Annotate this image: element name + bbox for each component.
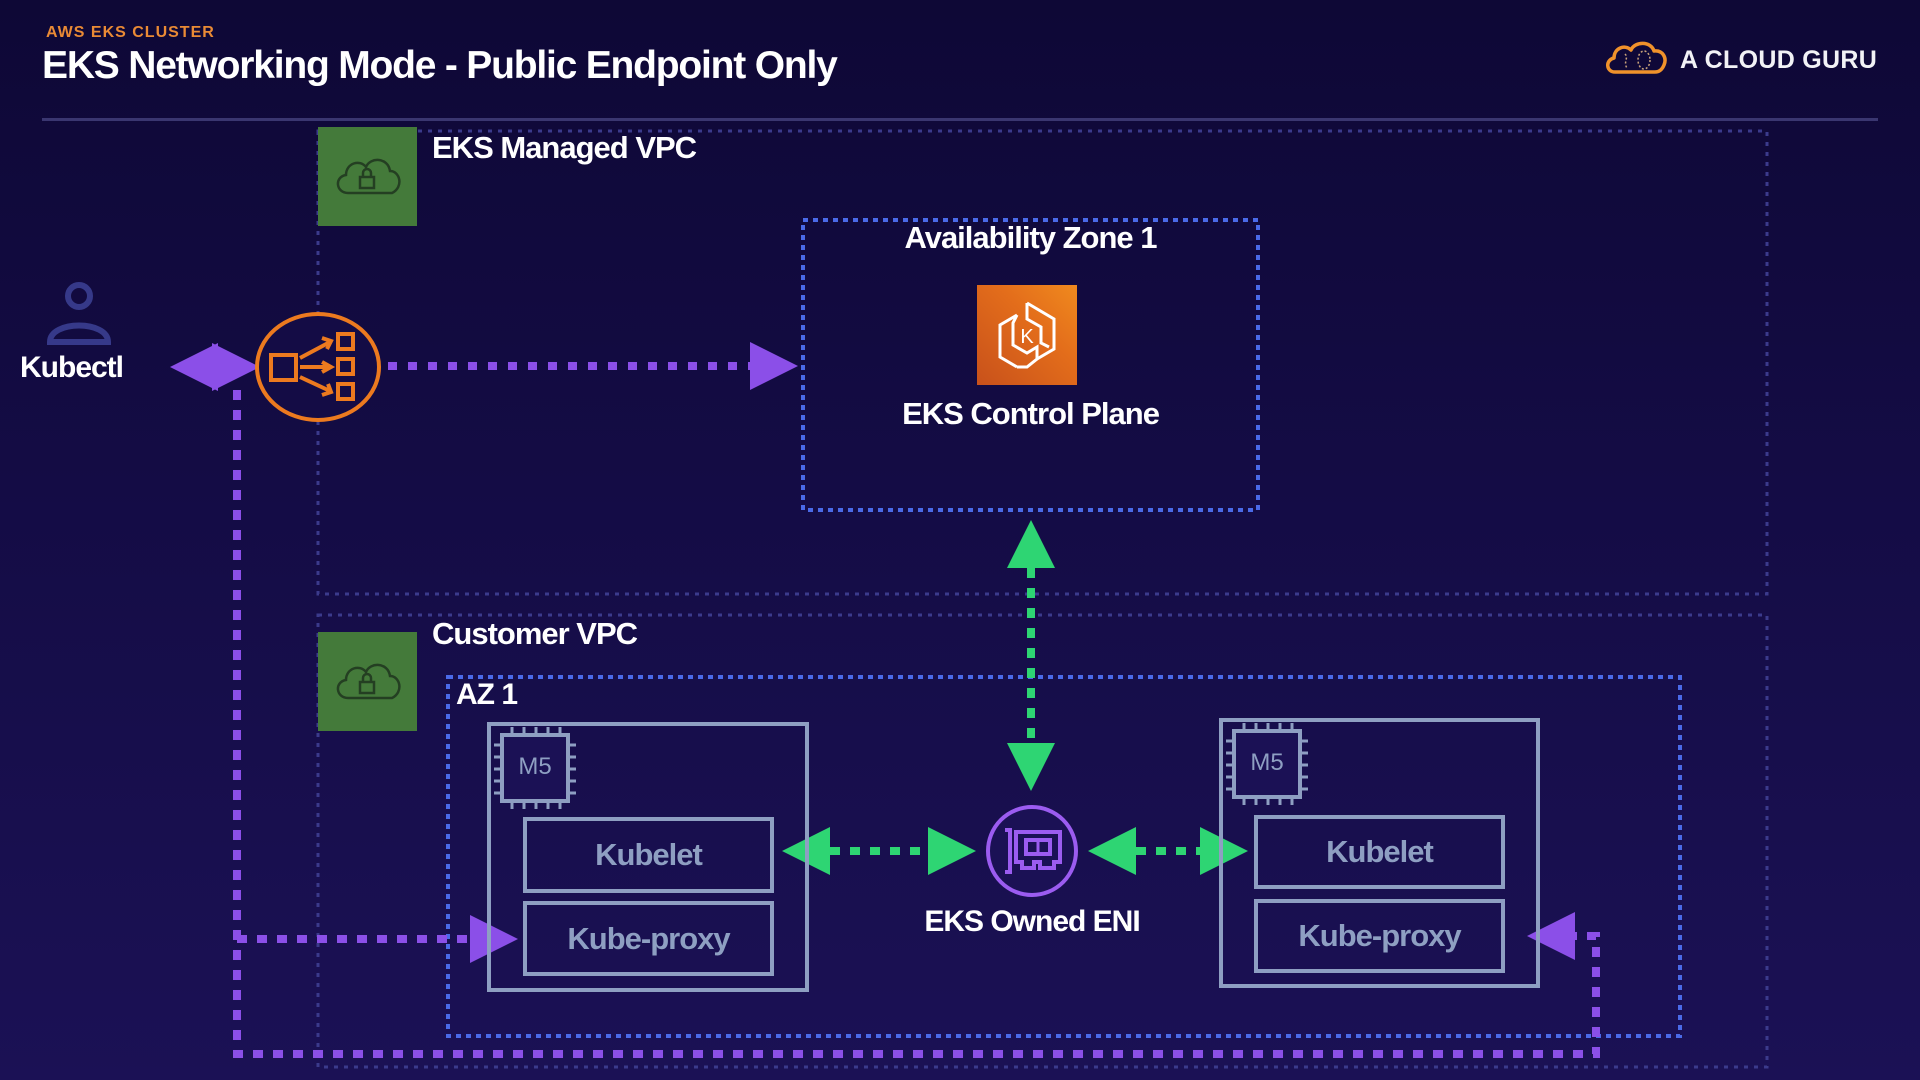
control-plane-az-label: Availability Zone 1	[904, 220, 1157, 255]
instance-chip-icon: M5	[492, 725, 578, 811]
section-subtitle: AWS EKS CLUSTER	[46, 24, 215, 41]
ec2-node-2	[1219, 718, 1540, 988]
eks-icon: K	[977, 285, 1077, 385]
kubectl-label: Kubectl	[20, 351, 124, 384]
kube-proxy-service: Kube-proxy	[1254, 899, 1505, 973]
eks-vpc-icon	[318, 127, 417, 226]
kubelet-service: Kubelet	[523, 817, 774, 893]
instance-type-label: M5	[1250, 749, 1284, 776]
eni-label: EKS Owned ENI	[924, 905, 1140, 938]
instance-chip-icon: M5	[1224, 721, 1310, 807]
user-icon	[46, 282, 112, 345]
cloud-lock-icon	[336, 663, 401, 700]
cloud-guru-logo-icon	[1606, 41, 1667, 74]
cloud-lock-icon	[336, 158, 401, 195]
customer-vpc-label: Customer VPC	[432, 616, 638, 651]
eks-managed-vpc-label: EKS Managed VPC	[432, 130, 697, 165]
customer-vpc-icon	[318, 632, 417, 731]
header-divider	[42, 118, 1878, 121]
load-balancer-icon	[255, 312, 381, 422]
instance-type-label: M5	[518, 753, 552, 780]
page-title: EKS Networking Mode - Public Endpoint On…	[42, 44, 838, 87]
svg-text:K: K	[1020, 326, 1034, 348]
brand-name: A CLOUD GURU	[1680, 46, 1878, 74]
network-interface-icon	[986, 805, 1078, 897]
control-plane-label: EKS Control Plane	[902, 396, 1160, 431]
kubelet-service: Kubelet	[1254, 815, 1505, 889]
customer-az-label: AZ 1	[456, 678, 518, 711]
kube-proxy-service: Kube-proxy	[523, 901, 774, 976]
ec2-node-1	[487, 722, 809, 992]
